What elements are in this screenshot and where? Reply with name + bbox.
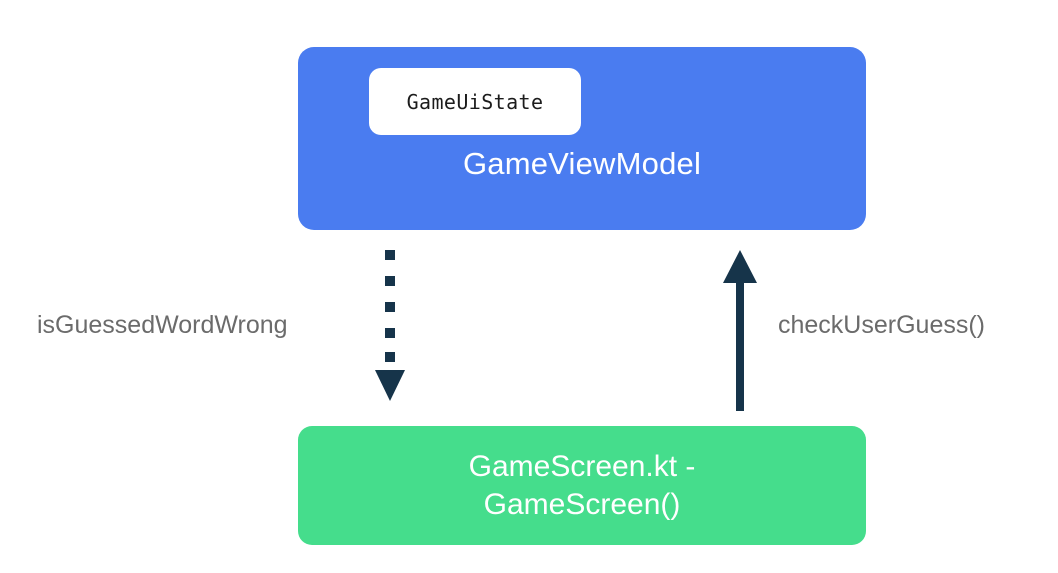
event-up-edge-label: checkUserGuess()	[778, 311, 985, 339]
viewmodel-title: GameViewModel	[462, 146, 702, 181]
event-up-arrow-icon	[723, 250, 757, 411]
screen-title: GameScreen.kt - GameScreen()	[468, 449, 696, 521]
game-ui-state-badge: GameUiState	[369, 68, 581, 135]
state-down-edge-label: isGuessedWordWrong	[37, 311, 288, 339]
viewmodel-card: GameUiState GameViewModel	[298, 47, 866, 230]
game-ui-state-label: GameUiState	[406, 89, 544, 114]
state-down-arrow-icon	[375, 250, 405, 401]
screen-card: GameScreen.kt - GameScreen()	[298, 426, 866, 545]
